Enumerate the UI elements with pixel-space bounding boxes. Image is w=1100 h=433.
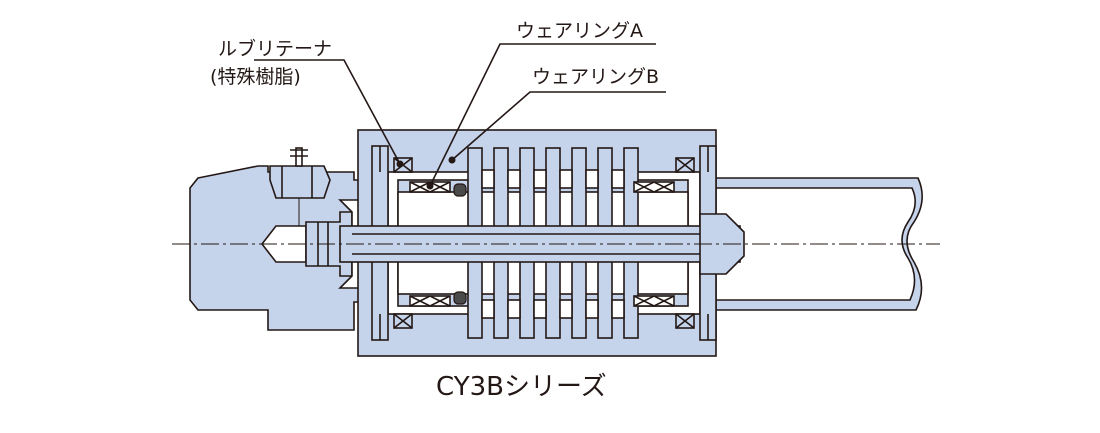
leader-lines (254, 43, 666, 190)
label-lubretainer-material: (特殊樹脂) (210, 66, 301, 88)
label-wear-ring-b: ウェアリングB (532, 66, 660, 88)
label-lubretainer: ルブリテーナ (218, 38, 333, 60)
diagram-caption: CY3Bシリーズ (436, 372, 607, 402)
label-wear-ring-a: ウェアリングA (516, 20, 643, 42)
